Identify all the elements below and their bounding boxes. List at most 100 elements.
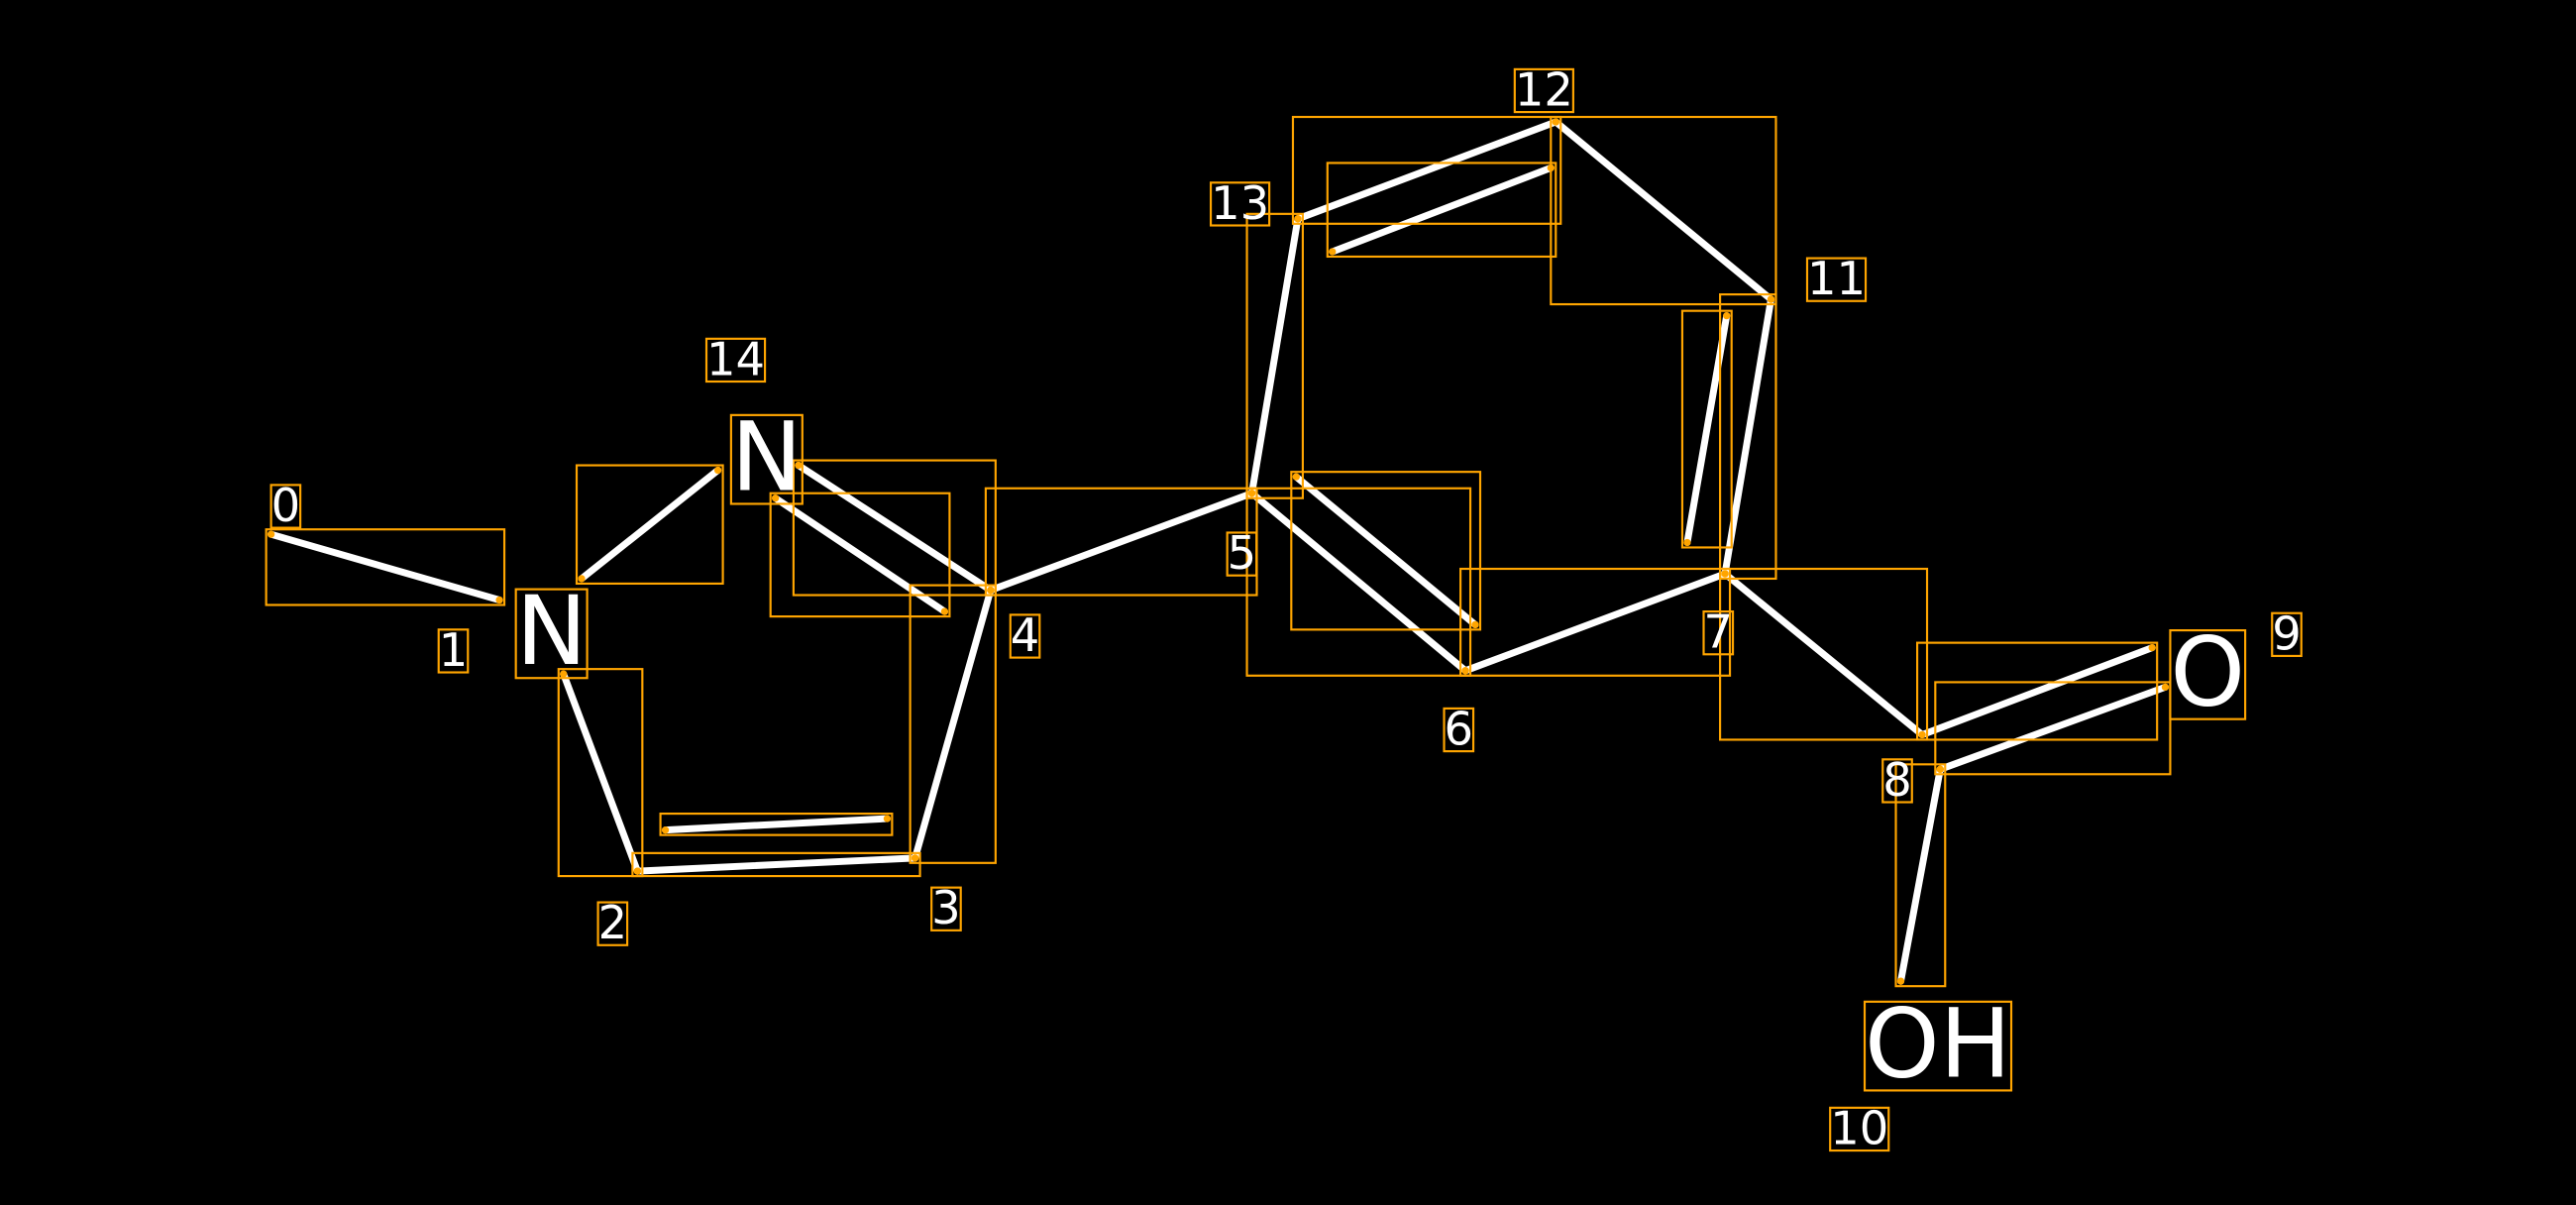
bond-bounding-box <box>769 492 951 618</box>
atom-n1: N <box>516 576 588 687</box>
bond-endpoint-marker <box>661 826 670 834</box>
bond-7-6 <box>1461 570 1729 675</box>
label-bounding-box <box>1226 531 1258 577</box>
bond-14-4-inner <box>772 494 948 615</box>
bond-bounding-box <box>659 812 894 836</box>
bond-endpoint-marker <box>795 461 803 470</box>
bond-bounding-box <box>1934 681 2172 776</box>
label-bounding-box <box>2271 611 2303 658</box>
bond-bounding-box <box>631 851 921 878</box>
atom-labels: N N O OH <box>516 401 2245 1099</box>
bond-bounding-box <box>265 528 506 606</box>
index-label: 2 <box>598 896 628 949</box>
bond-endpoint-marker <box>495 596 503 604</box>
bond-bounding-box <box>1550 115 1777 306</box>
bond-bounding-box <box>1719 293 1777 581</box>
bond-1-14 <box>578 467 722 583</box>
bond-bounding-box <box>1459 567 1732 677</box>
index-label: 12 <box>1515 62 1573 116</box>
bond-endpoint-marker <box>1936 765 1944 773</box>
label-bounding-box <box>1513 67 1574 114</box>
bond-endpoint-marker <box>883 815 892 822</box>
bond-endpoint-marker <box>2161 683 2170 692</box>
label-bounding-box <box>1829 1106 1890 1152</box>
label-bounding-box <box>514 588 589 680</box>
bond-bounding-box <box>1915 641 2159 741</box>
bond-8-10 <box>1897 765 1944 985</box>
atom-o9: O <box>2170 617 2245 728</box>
bond-endpoint-marker <box>940 607 949 615</box>
bond-0-1 <box>268 530 503 603</box>
bond-endpoint-marker <box>1683 538 1691 547</box>
label-bounding-box <box>930 886 962 931</box>
label-bounding-box <box>1863 1000 2013 1092</box>
bond-endpoint-marker <box>578 575 586 583</box>
bond-bounding-box <box>1680 309 1733 549</box>
bond-endpoint-marker <box>1294 215 1302 223</box>
index-label: 5 <box>1228 526 1257 580</box>
index-label: 1 <box>439 623 469 677</box>
bond-bounding-boxes <box>265 67 2303 1152</box>
bond-2-3-inner <box>662 815 891 834</box>
atom-oh10: OH <box>1865 988 2011 1099</box>
bond-bounding-box <box>1291 115 1562 225</box>
bond-13-12 <box>1294 118 1559 223</box>
bonds <box>268 118 2169 985</box>
label-bounding-box <box>2169 628 2247 720</box>
bond-endpoint-marker <box>1723 312 1731 320</box>
bond-6-5-inner <box>1292 473 1479 628</box>
label-bounding-box <box>1009 613 1041 659</box>
label-bounding-box <box>729 413 804 505</box>
bond-8-9 <box>1918 644 2156 738</box>
bond-14-4 <box>795 462 995 595</box>
bond-endpoint-marker <box>633 867 642 875</box>
bond-bounding-box <box>1894 763 1947 988</box>
bond-endpoint-marker <box>1471 620 1479 629</box>
bond-endpoint-marker <box>1896 977 1905 985</box>
bond-endpoint-marker <box>1292 473 1300 481</box>
label-bounding-box <box>704 337 767 383</box>
index-label: 0 <box>271 479 301 532</box>
bond-endpoint-marker <box>1767 295 1775 303</box>
bond-2-3 <box>633 854 919 875</box>
bond-endpoint-marker <box>1721 570 1729 578</box>
bond-bounding-box <box>1245 487 1472 677</box>
bond-endpoint-marker <box>1329 248 1337 256</box>
label-bounding-box <box>269 484 302 529</box>
index-label: 8 <box>1882 753 1912 807</box>
bond-13-12-inner <box>1329 164 1555 256</box>
index-label: 9 <box>2272 606 2302 660</box>
bond-8-9-inner <box>1936 683 2169 773</box>
atom-index-labels: 0 1 2 3 4 5 6 7 8 9 10 11 12 13 14 <box>271 62 2302 1154</box>
bond-bounding-box <box>1245 212 1305 499</box>
bond-12-11 <box>1552 118 1774 303</box>
bond-endpoint-marker <box>911 854 919 862</box>
label-bounding-box <box>1702 610 1735 656</box>
bond-3-4 <box>912 587 995 862</box>
label-bounding-box <box>1881 758 1913 804</box>
index-label: 14 <box>706 332 765 385</box>
atom-n14: N <box>731 401 803 512</box>
bond-endpoint-marker <box>2148 643 2156 652</box>
bond-endpoint-marker <box>987 586 995 595</box>
bond-endpoint-marker <box>267 530 275 538</box>
label-bounding-box <box>596 901 629 946</box>
label-bounding-box <box>1209 181 1271 227</box>
index-label: 10 <box>1830 1101 1888 1154</box>
bond-bounding-box <box>1290 471 1482 631</box>
index-label: 11 <box>1807 252 1866 305</box>
bond-5-13 <box>1248 215 1302 497</box>
bond-endpoint-marker <box>560 670 568 678</box>
bond-endpoint-marker <box>713 466 722 475</box>
bond-1-2 <box>560 670 641 875</box>
bond-4-5 <box>987 490 1256 595</box>
index-label: 4 <box>1011 608 1040 662</box>
label-bounding-box <box>1805 257 1868 302</box>
index-label: 3 <box>931 881 961 934</box>
bond-endpoint-marker <box>1552 118 1559 126</box>
bond-endpoint-marker <box>1918 730 1926 739</box>
bond-endpoint-marker <box>1247 490 1256 497</box>
bond-bounding-box <box>1326 162 1557 259</box>
bond-7-8 <box>1721 570 1926 738</box>
